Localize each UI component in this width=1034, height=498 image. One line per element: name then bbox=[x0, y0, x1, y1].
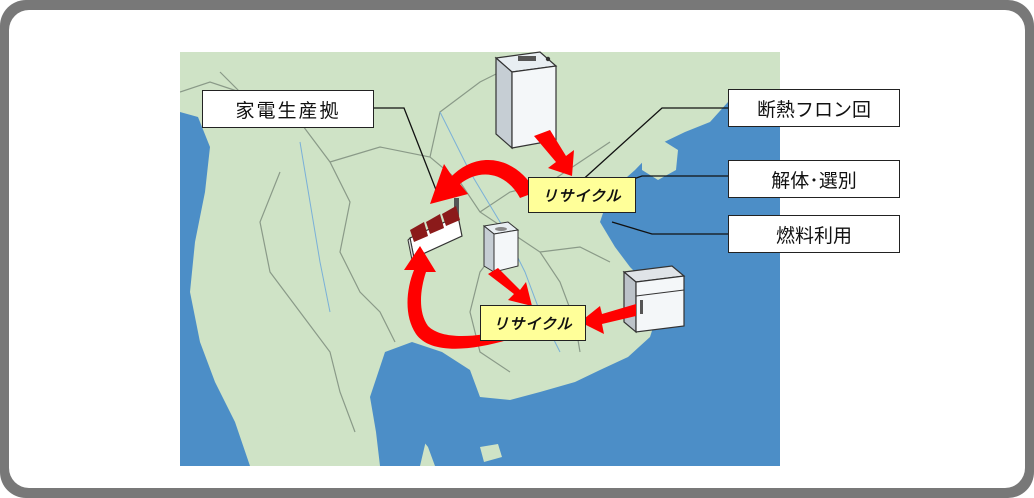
island-small-2 bbox=[480, 444, 502, 462]
recycle-box-top: リサイクル bbox=[528, 177, 636, 213]
label-insulation: 断熱フロン回 bbox=[728, 89, 900, 127]
gulf-of-thailand bbox=[370, 342, 480, 466]
label-fuel: 燃料利用 bbox=[728, 215, 900, 253]
island-small-1 bbox=[276, 424, 294, 444]
western-sea bbox=[180, 112, 250, 466]
label-dismantle: 解体･選別 bbox=[728, 160, 900, 198]
label-factory: 家電生産拠 bbox=[202, 90, 374, 128]
recycle-box-bottom: リサイクル bbox=[480, 305, 586, 341]
